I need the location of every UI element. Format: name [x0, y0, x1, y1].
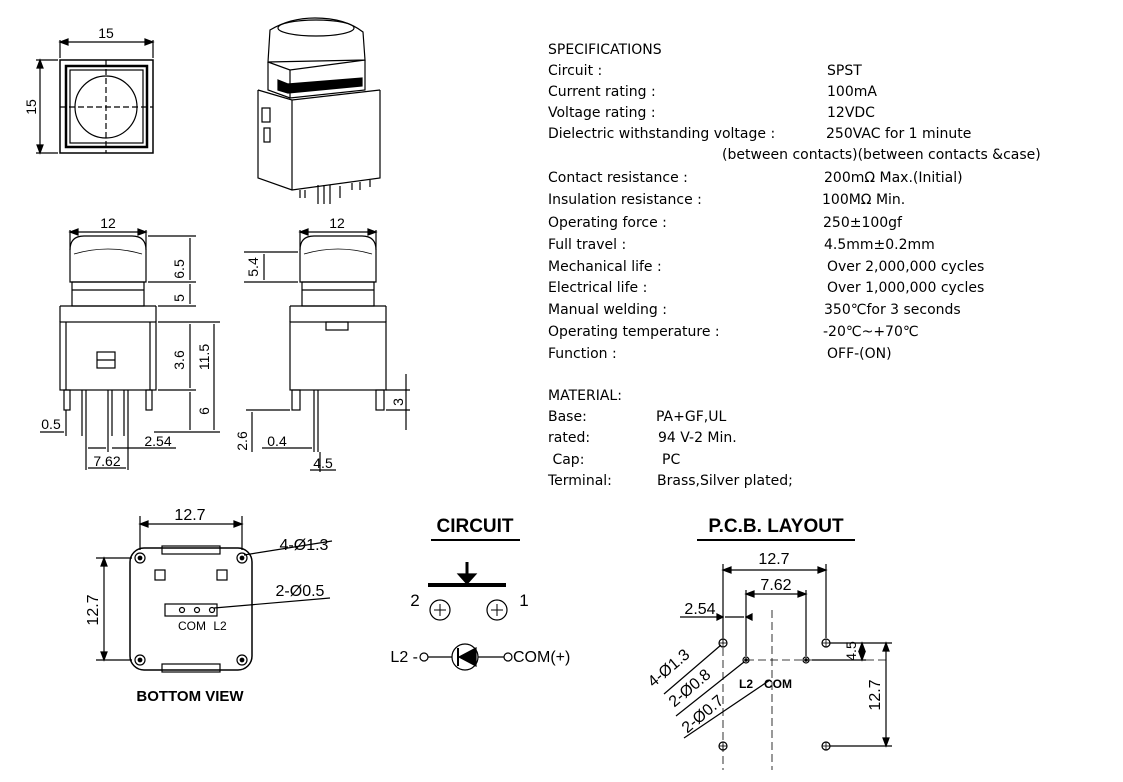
- spec-label-mechanical-life: Mechanical life :: [548, 259, 662, 275]
- material-value-terminal: Brass,Silver plated;: [657, 473, 793, 489]
- circuit-diagram: [419, 539, 520, 671]
- dim-side-pin-gap: 2.6: [234, 431, 250, 451]
- spec-value-function: OFF-(ON): [827, 346, 892, 362]
- material-heading: MATERIAL:: [548, 388, 622, 404]
- spec-value-operating-force: 250±100gf: [823, 215, 902, 231]
- dim-top-width: 15: [98, 25, 114, 41]
- pcb-dim-mid: 7.62: [760, 577, 791, 594]
- dim-front-pitch-small: 2.54: [144, 433, 171, 449]
- spec-label-circuit: Circuit :: [548, 63, 603, 79]
- spec-value-current: 100mA: [827, 84, 877, 100]
- bottom-view-title: BOTTOM VIEW: [136, 688, 244, 705]
- spec-label-electrical-life: Electrical life :: [548, 280, 648, 296]
- dim-front-total: 11.5: [196, 344, 212, 370]
- dim-top-height: 15: [23, 99, 39, 115]
- spec-value-manual-welding: 350℃for 3 seconds: [824, 302, 961, 318]
- dim-bottom-holes-large: 4-Ø1.3: [280, 537, 329, 554]
- spec-label-manual-welding: Manual welding :: [548, 302, 667, 318]
- pcb-title: P.C.B. LAYOUT: [708, 516, 844, 537]
- dim-side-pin-len: 3: [390, 398, 406, 406]
- spec-label-voltage: Voltage rating :: [548, 105, 656, 121]
- pcb-dim-vert-small: 4.5: [843, 641, 859, 661]
- bottom-com-label: COM: [178, 619, 206, 633]
- dim-front-body: 3.6: [171, 350, 187, 370]
- dim-front-width: 12: [100, 215, 116, 231]
- spec-value-insulation: 100MΩ Min.: [822, 192, 906, 208]
- dim-side-pin-thick: 0.4: [267, 433, 287, 449]
- spec-value-voltage: 12VDC: [827, 105, 875, 121]
- dim-front-pin: 6: [196, 407, 212, 415]
- circuit-title: CIRCUIT: [436, 516, 513, 537]
- dim-front-pitch-large: 7.62: [93, 453, 120, 469]
- side-view: [244, 228, 410, 472]
- material-label-terminal: Terminal:: [548, 473, 612, 489]
- circuit-pin-right: 1: [519, 591, 528, 610]
- spec-label-current: Current rating :: [548, 84, 656, 100]
- bottom-view: [96, 516, 333, 673]
- spec-label-operating-temp: Operating temperature :: [548, 324, 720, 340]
- front-view: [40, 228, 220, 470]
- spec-value-mechanical-life: Over 2,000,000 cycles: [827, 259, 985, 275]
- spec-value-dielectric-note: (between contacts)(between contacts &cas…: [722, 147, 1041, 163]
- material-value-cap: PC: [662, 452, 681, 468]
- spec-value-dielectric: 250VAC for 1 minute: [826, 126, 972, 142]
- pcb-com-label: COM: [764, 677, 792, 691]
- material-value-rated: 94 V-2 Min.: [658, 430, 737, 446]
- pcb-l2-label: L2: [739, 677, 753, 691]
- pcb-layout: [663, 539, 892, 770]
- dim-bottom-holes-small: 2-Ø0.5: [276, 583, 325, 600]
- spec-label-function: Function :: [548, 346, 617, 362]
- dim-bottom-width: 12.7: [174, 507, 205, 524]
- circuit-pin-left: 2: [410, 591, 419, 610]
- spec-value-circuit: SPST: [827, 63, 862, 79]
- dim-front-mid: 5: [171, 294, 187, 302]
- pcb-dim-small: 2.54: [684, 601, 715, 618]
- spec-label-operating-force: Operating force :: [548, 215, 667, 231]
- top-view: [36, 38, 155, 155]
- material-label-base: Base:: [548, 409, 587, 425]
- pcb-dim-vert-total: 12.7: [867, 679, 884, 710]
- circuit-led-right: COM(+): [513, 649, 570, 666]
- spec-value-full-travel: 4.5mm±0.2mm: [824, 237, 935, 253]
- dim-bottom-height: 12.7: [85, 594, 102, 625]
- spec-value-operating-temp: -20℃~+70℃: [823, 324, 919, 340]
- dim-side-width: 12: [329, 215, 345, 231]
- dim-side-cap: 5.4: [245, 257, 261, 277]
- bottom-l2-label: L2: [213, 619, 227, 633]
- material-label-cap: Cap:: [548, 452, 585, 468]
- dim-front-cap: 6.5: [171, 259, 187, 279]
- circuit-led-left: L2 -: [390, 649, 418, 666]
- spec-value-contact-resistance: 200mΩ Max.(Initial): [824, 170, 963, 186]
- isometric-view: [257, 17, 381, 204]
- spec-value-electrical-life: Over 1,000,000 cycles: [827, 280, 985, 296]
- pcb-dim-total: 12.7: [758, 551, 789, 568]
- spec-label-dielectric: Dielectric withstanding voltage :: [548, 126, 776, 142]
- spec-label-contact-resistance: Contact resistance :: [548, 170, 688, 186]
- dim-side-pin-pos: 4.5: [313, 455, 333, 471]
- material-value-base: PA+GF,UL: [656, 409, 727, 425]
- spec-label-insulation: Insulation resistance :: [548, 192, 702, 208]
- spec-label-full-travel: Full travel :: [548, 237, 627, 253]
- material-label-rated: rated:: [548, 430, 591, 446]
- dim-front-pin-offset: 0.5: [41, 416, 61, 432]
- specifications-heading: SPECIFICATIONS: [548, 42, 662, 58]
